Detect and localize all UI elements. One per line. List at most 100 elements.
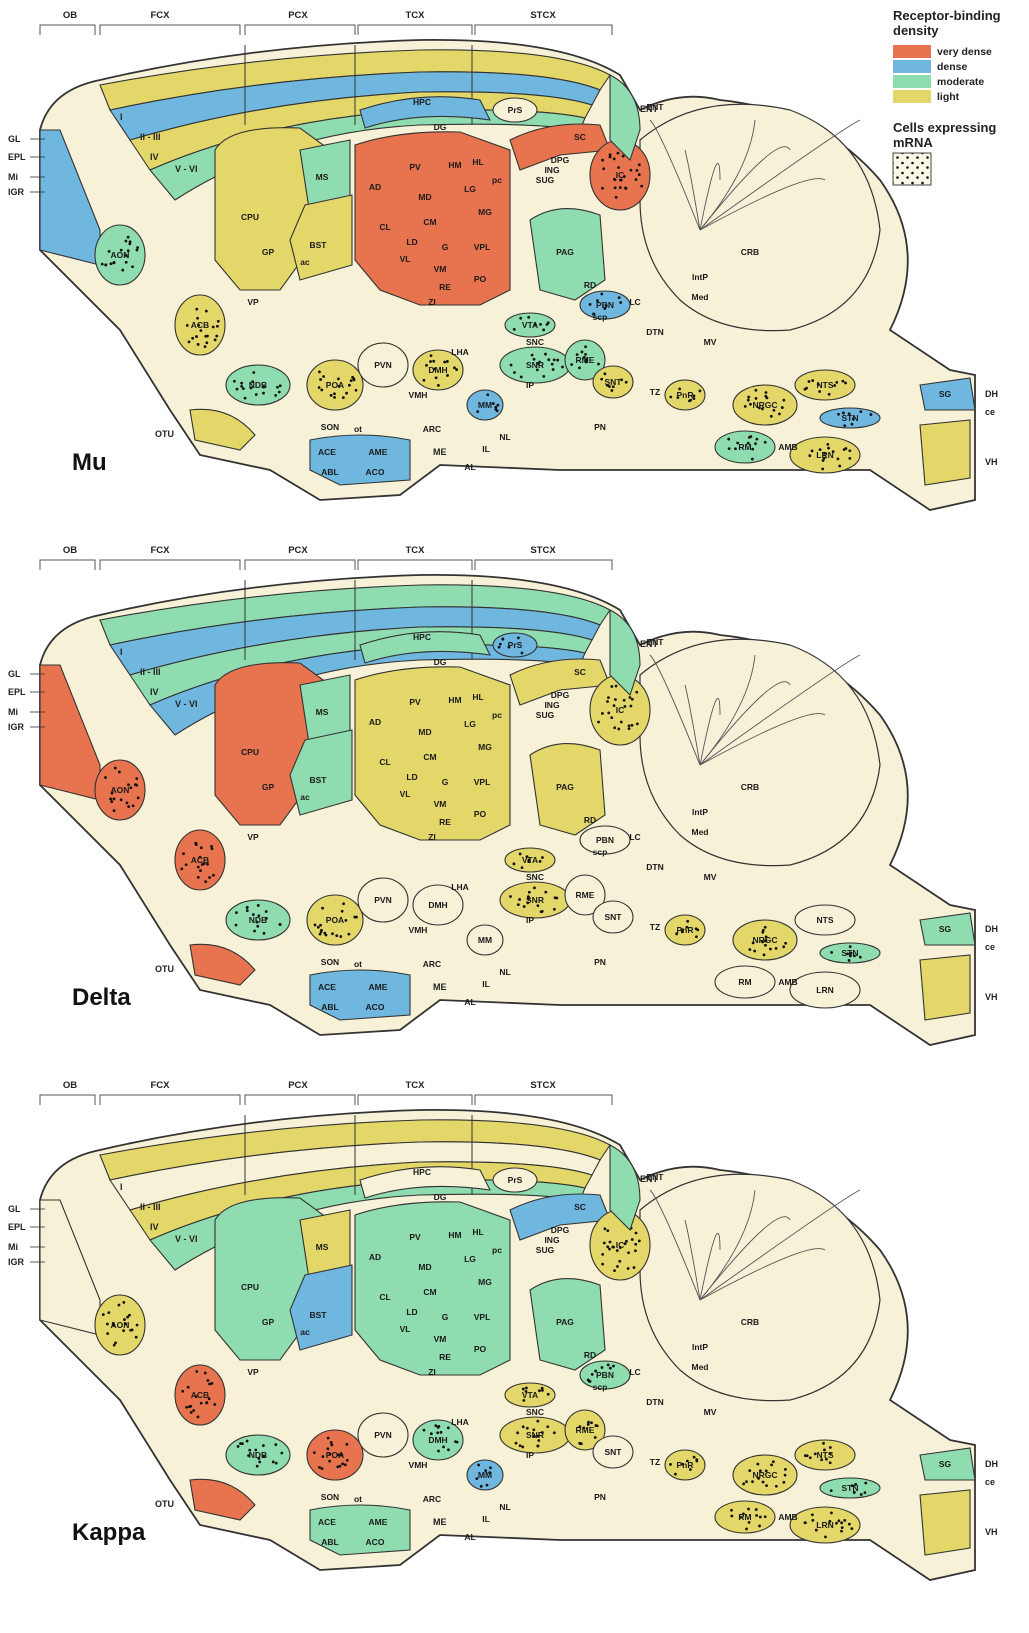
mrna-dot — [339, 1465, 342, 1468]
legend-swatch-light — [893, 90, 931, 103]
region-label-hpc: HPC — [413, 97, 431, 107]
region-label-ad: AD — [369, 182, 381, 192]
region-label-med: Med — [692, 1362, 709, 1372]
mrna-dot — [205, 310, 208, 313]
mrna-dot — [355, 389, 358, 392]
region-label-rm: RM — [738, 442, 751, 452]
region-label-aon: AON — [111, 250, 130, 260]
mrna-dot — [811, 1519, 814, 1522]
region-label-cl: CL — [379, 757, 390, 767]
region-label-dmh: DMH — [428, 900, 447, 910]
mrna-dot — [597, 363, 600, 366]
mrna-dot — [262, 392, 265, 395]
mrna-dot — [188, 341, 191, 344]
panel-title: Kappa — [72, 1519, 146, 1546]
mrna-dot — [132, 804, 135, 807]
region-label-ac: ac — [300, 1327, 310, 1337]
region-label-vp: VP — [247, 297, 259, 307]
mrna-dot — [101, 263, 104, 266]
region-label-vta: VTA — [522, 855, 538, 865]
mrna-dot — [617, 728, 620, 731]
region-label-pvn: PVN — [374, 360, 391, 370]
region-label-zi: ZI — [428, 297, 436, 307]
region-label-hpc: HPC — [413, 632, 431, 642]
mrna-dot-swatch — [893, 153, 931, 185]
region-label-med: Med — [692, 827, 709, 837]
mrna-dot — [328, 1460, 331, 1463]
region-label-ndb: NDB — [249, 915, 267, 925]
region-header-stcx: STCX — [530, 545, 556, 556]
mrna-dot — [437, 1450, 440, 1453]
region-label-hm: HM — [448, 695, 461, 705]
mrna-dot — [321, 907, 324, 910]
mrna-dot — [522, 1425, 525, 1428]
mrna-dot — [442, 1445, 445, 1448]
cortex-layer-label: II - III — [140, 132, 161, 142]
region-label-il: IL — [482, 979, 490, 989]
region-label-lc: LC — [629, 832, 640, 842]
mrna-dot — [754, 442, 757, 445]
mrna-dot — [274, 394, 277, 397]
region-label-cm: CM — [423, 217, 436, 227]
cortex-layer-label: V - VI — [175, 699, 198, 709]
mrna-dot — [253, 930, 256, 933]
mrna-dot — [121, 269, 124, 272]
mrna-dot — [527, 316, 530, 319]
mrna-dot — [195, 335, 198, 338]
mrna-dot — [185, 863, 188, 866]
mrna-dot — [763, 953, 766, 956]
region-label-pvn: PVN — [374, 1430, 391, 1440]
mrna-dot — [805, 387, 808, 390]
region-label-prs: PrS — [508, 1175, 523, 1185]
mrna-dot — [126, 802, 129, 805]
region-header-ob: OB — [63, 1080, 77, 1091]
mrna-dot — [588, 1380, 591, 1383]
mrna-dot — [751, 448, 754, 451]
mrna-dot — [578, 366, 581, 369]
mrna-dot — [423, 1429, 426, 1432]
cells-title-line1: Cells expressing — [893, 120, 996, 135]
mrna-dot — [622, 155, 625, 158]
mrna-dot — [695, 935, 698, 938]
mrna-dot — [106, 1332, 109, 1335]
region-label-rm: RM — [738, 1512, 751, 1522]
region-label-rme: RME — [576, 890, 595, 900]
mrna-dot — [345, 392, 348, 395]
mrna-dot — [784, 942, 787, 945]
mrna-dot — [258, 1461, 261, 1464]
region-label-g: G — [442, 1312, 449, 1322]
region-label-pc: pc — [492, 1245, 502, 1255]
mrna-dot — [555, 897, 558, 900]
region-label-lrn: LRN — [816, 450, 833, 460]
region-label-pag: PAG — [556, 247, 574, 257]
mrna-dot — [423, 379, 426, 382]
mrna-dot — [498, 646, 501, 649]
region-label-ic: IC — [616, 170, 625, 180]
mrna-dot — [320, 929, 323, 932]
region-label-ip: IP — [526, 1450, 534, 1460]
spinal-label-vh: VH — [985, 992, 998, 1002]
mrna-dot — [246, 906, 249, 909]
cortex-layer-label: V - VI — [175, 1234, 198, 1244]
cortex-layer-label: I — [120, 1182, 123, 1192]
mrna-dot — [553, 358, 556, 361]
mrna-dot — [826, 443, 829, 446]
mrna-dot — [236, 388, 239, 391]
ob-layer-label-gl: GL — [8, 134, 21, 144]
mrna-dot — [759, 1516, 762, 1519]
panel-title: Delta — [72, 984, 131, 1011]
mrna-dot — [638, 163, 641, 166]
region-label-snr: SNR — [526, 895, 544, 905]
spinal-label-dh: DH — [985, 389, 998, 399]
mrna-dot — [516, 1431, 519, 1434]
mrna-dot — [765, 1484, 768, 1487]
region-label-son: SON — [321, 1492, 339, 1502]
mrna-dot — [841, 380, 844, 383]
mrna-dot — [429, 360, 432, 363]
mrna-dot — [542, 328, 545, 331]
region-label-dg: DG — [434, 1192, 447, 1202]
region-label-arc: ARC — [423, 1494, 441, 1504]
region-label-stn: STN — [842, 948, 859, 958]
mrna-dot — [553, 908, 556, 911]
